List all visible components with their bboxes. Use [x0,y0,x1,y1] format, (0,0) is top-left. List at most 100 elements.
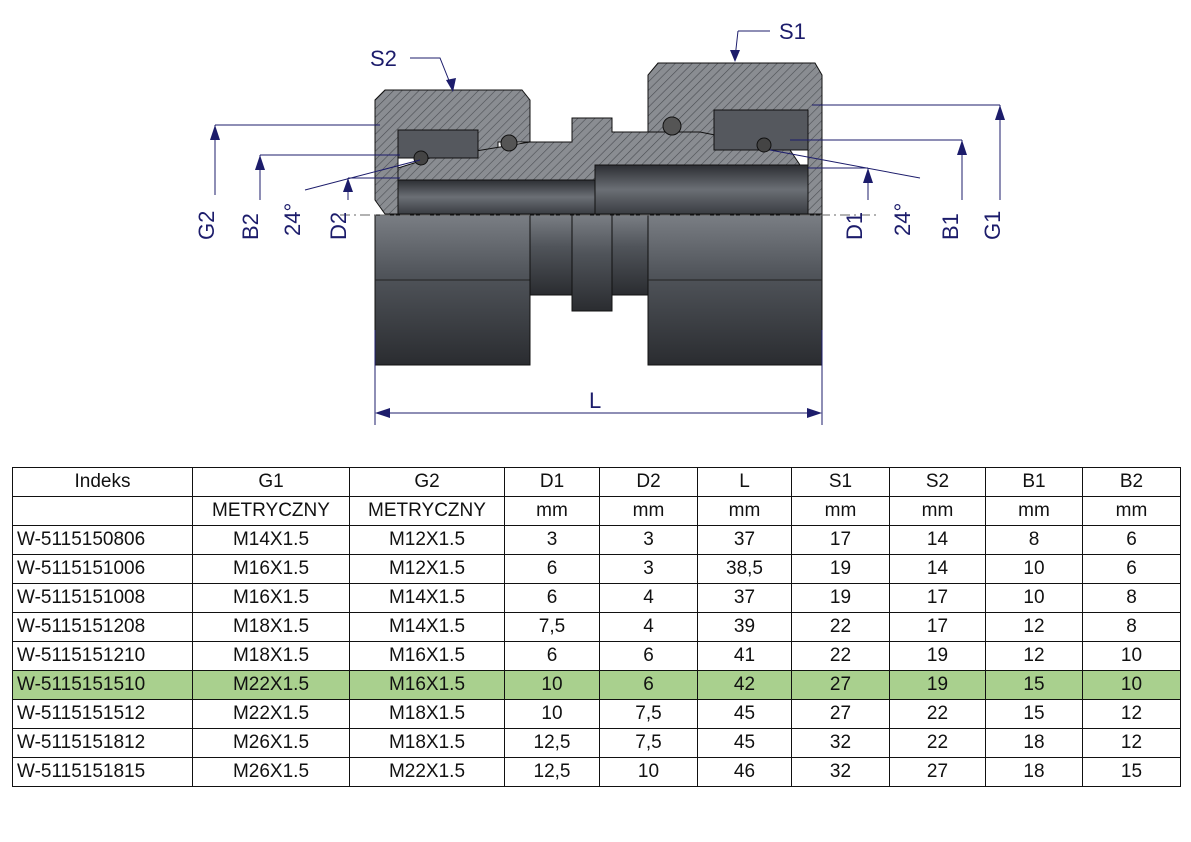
fitting-body [340,62,880,366]
table-cell: 6 [599,670,698,700]
table-cell: 38,5 [697,554,792,584]
table-cell: 14 [889,525,986,555]
table-cell: 22 [791,641,890,671]
table-cell: 10 [985,554,1083,584]
table-cell: 12 [1082,728,1181,758]
index-cell: W-5115151210 [12,641,193,671]
table-cell: M18X1.5 [192,641,350,671]
table-cell: 6 [1082,525,1181,555]
index-cell: W-5115151812 [12,728,193,758]
table-cell: 46 [697,757,792,787]
table-cell: 18 [985,757,1083,787]
table-cell: 10 [504,699,600,729]
label-s1: S1 [779,19,806,44]
table-cell: M18X1.5 [349,699,505,729]
table-cell: 10 [985,583,1083,613]
column-header: L [697,467,792,497]
table-cell: 6 [504,554,600,584]
table-cell: M16X1.5 [349,670,505,700]
table-cell: 19 [791,583,890,613]
table-cell: 32 [791,757,890,787]
index-cell: W-5115151510 [12,670,193,700]
table-cell: 4 [599,583,698,613]
table-cell: 42 [697,670,792,700]
table-cell: 12,5 [504,757,600,787]
column-unit: mm [985,496,1083,526]
column-header: S2 [889,467,986,497]
table-cell: 37 [697,583,792,613]
table-cell: M22X1.5 [192,670,350,700]
table-cell: 14 [889,554,986,584]
table-cell: M16X1.5 [349,641,505,671]
label-g1: G1 [980,211,1005,240]
column-header: D1 [504,467,600,497]
column-header: D2 [599,467,698,497]
table-cell: 22 [791,612,890,642]
column-header: Indeks [12,467,193,497]
index-cell: W-5115151208 [12,612,193,642]
column-unit: mm [599,496,698,526]
table-cell: 39 [697,612,792,642]
table-cell: 6 [1082,554,1181,584]
index-cell: W-5115151815 [12,757,193,787]
table-cell: 12 [985,612,1083,642]
column-unit: mm [1082,496,1181,526]
table-cell: 12 [1082,699,1181,729]
column-header: S1 [791,467,890,497]
label-s2: S2 [370,46,397,71]
label-g2: G2 [194,211,219,240]
column-unit: mm [697,496,792,526]
table-cell: 22 [889,699,986,729]
column-unit: mm [504,496,600,526]
table-cell: 15 [1082,757,1181,787]
table-cell: 27 [889,757,986,787]
table-cell: 15 [985,699,1083,729]
table-cell: 12 [985,641,1083,671]
column-unit: METRYCZNY [192,496,350,526]
index-cell: W-5115151006 [12,554,193,584]
column-header: G1 [192,467,350,497]
table-cell: 7,5 [504,612,600,642]
table-cell: 12,5 [504,728,600,758]
table-cell: 10 [599,757,698,787]
table-cell: 27 [791,699,890,729]
table-cell: 18 [985,728,1083,758]
table-cell: 8 [985,525,1083,555]
table-cell: 6 [599,641,698,671]
index-cell: W-5115151512 [12,699,193,729]
column-unit [12,496,193,526]
table-cell: 22 [889,728,986,758]
table-cell: 19 [791,554,890,584]
table-cell: 41 [697,641,792,671]
table-cell: M14X1.5 [192,525,350,555]
label-l: L [589,388,601,413]
table-cell: 10 [504,670,600,700]
table-cell: 8 [1082,612,1181,642]
table-cell: M26X1.5 [192,728,350,758]
column-unit: mm [791,496,890,526]
column-header: B2 [1082,467,1181,497]
column-header: G2 [349,467,505,497]
label-angle-right: 24° [890,203,915,236]
table-cell: 32 [791,728,890,758]
table-cell: 45 [697,728,792,758]
table-cell: 10 [1082,670,1181,700]
column-unit: mm [889,496,986,526]
table-cell: 4 [599,612,698,642]
label-d2: D2 [326,212,351,240]
table-cell: 19 [889,641,986,671]
table-cell: 17 [791,525,890,555]
table-cell: 45 [697,699,792,729]
table-cell: 37 [697,525,792,555]
table-cell: M12X1.5 [349,525,505,555]
table-cell: M16X1.5 [192,583,350,613]
table-cell: 6 [504,583,600,613]
label-angle-left: 24° [280,203,305,236]
label-b2: B2 [238,213,263,240]
